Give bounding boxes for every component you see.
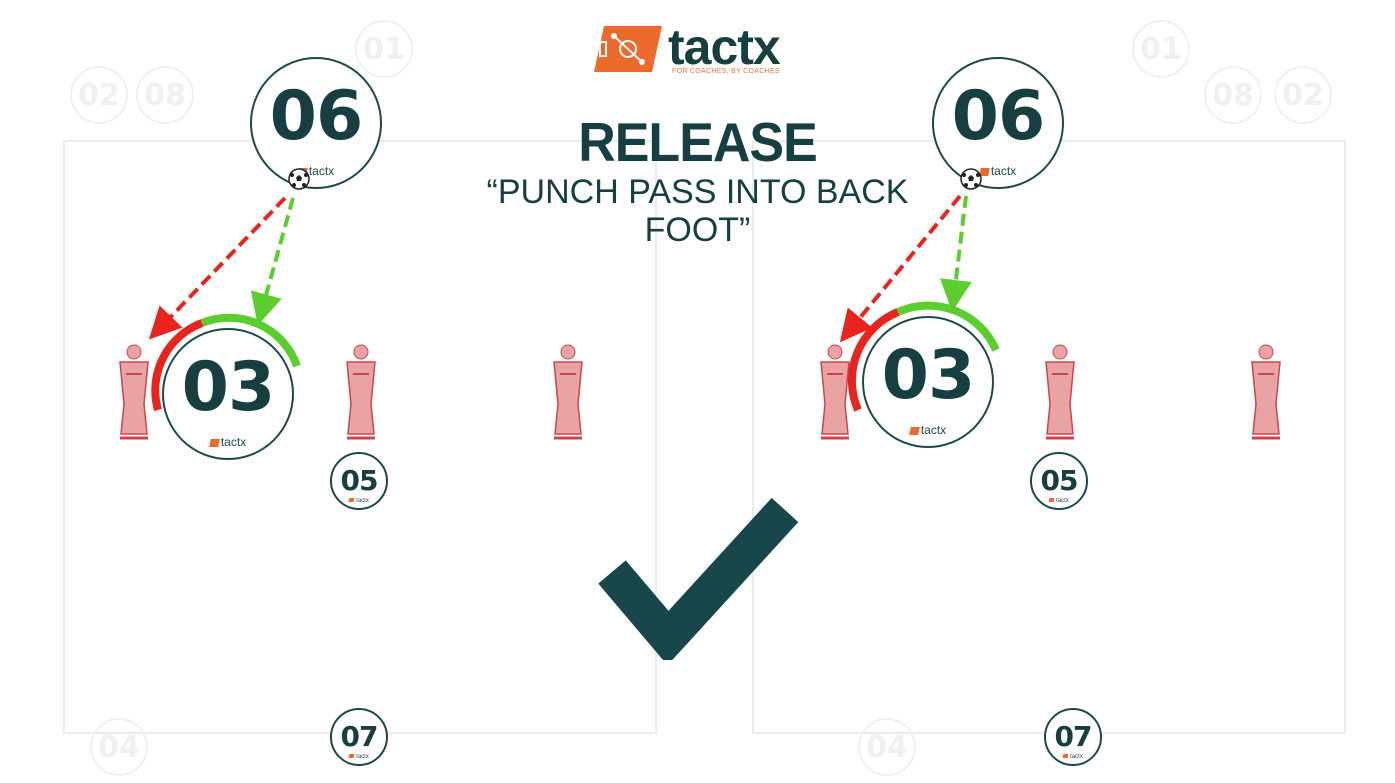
left-green-arc [200, 313, 301, 368]
left-mannequin-1-icon [119, 344, 149, 440]
left-player-05: 05 tactx [330, 452, 388, 510]
right-red-arrow [839, 194, 962, 343]
right-mannequin-1-icon [820, 344, 850, 440]
left-player-06: 06 tactx [250, 57, 382, 189]
left-red-arrow [148, 196, 287, 340]
left-pass-arrows [148, 196, 301, 412]
right-player-07: 07 tactx [1044, 708, 1102, 766]
left-ball-icon [288, 168, 310, 190]
left-faded-player-04: 04 [90, 718, 148, 776]
right-player-03: 03 tactx [862, 316, 994, 448]
checkmark-icon [598, 497, 799, 660]
left-player-07: 07 tactx [330, 708, 388, 766]
right-pass-arrows [839, 194, 1000, 412]
left-mannequin-3-icon [553, 344, 583, 440]
left-green-arrow [250, 197, 295, 326]
right-faded-player-02: 02 [1274, 66, 1332, 124]
tactx-logo-icon [594, 26, 662, 72]
right-red-arc [847, 308, 900, 412]
right-faded-player-01: 01 [1132, 20, 1190, 78]
left-faded-player-02: 02 [70, 66, 128, 124]
right-player-05: 05 tactx [1030, 452, 1088, 510]
page-title: RELEASE [578, 112, 818, 174]
right-mannequin-3-icon [1251, 344, 1281, 440]
subtitle-line-1: “PUNCH PASS INTO BACK [486, 173, 909, 211]
right-faded-player-04: 04 [858, 718, 916, 776]
brand-name: tactx [668, 19, 781, 75]
right-ball-icon [960, 168, 982, 190]
subtitle-line-2: FOOT” [644, 211, 751, 249]
right-player-06: 06 tactx [932, 57, 1064, 189]
left-faded-player-01: 01 [355, 20, 413, 78]
brand-tagline: FOR COACHES, BY COACHES [672, 68, 780, 75]
right-green-arrow [940, 195, 972, 312]
left-mannequin-2-icon [346, 344, 376, 440]
right-green-arc [896, 301, 1000, 352]
left-red-arc [151, 319, 204, 412]
left-player-03: 03 tactx [162, 328, 294, 460]
left-faded-player-08: 08 [136, 66, 194, 124]
subtitle: “PUNCH PASS INTO BACK FOOT” [0, 173, 1395, 249]
right-faded-player-08: 08 [1204, 66, 1262, 124]
right-mannequin-2-icon [1045, 344, 1075, 440]
